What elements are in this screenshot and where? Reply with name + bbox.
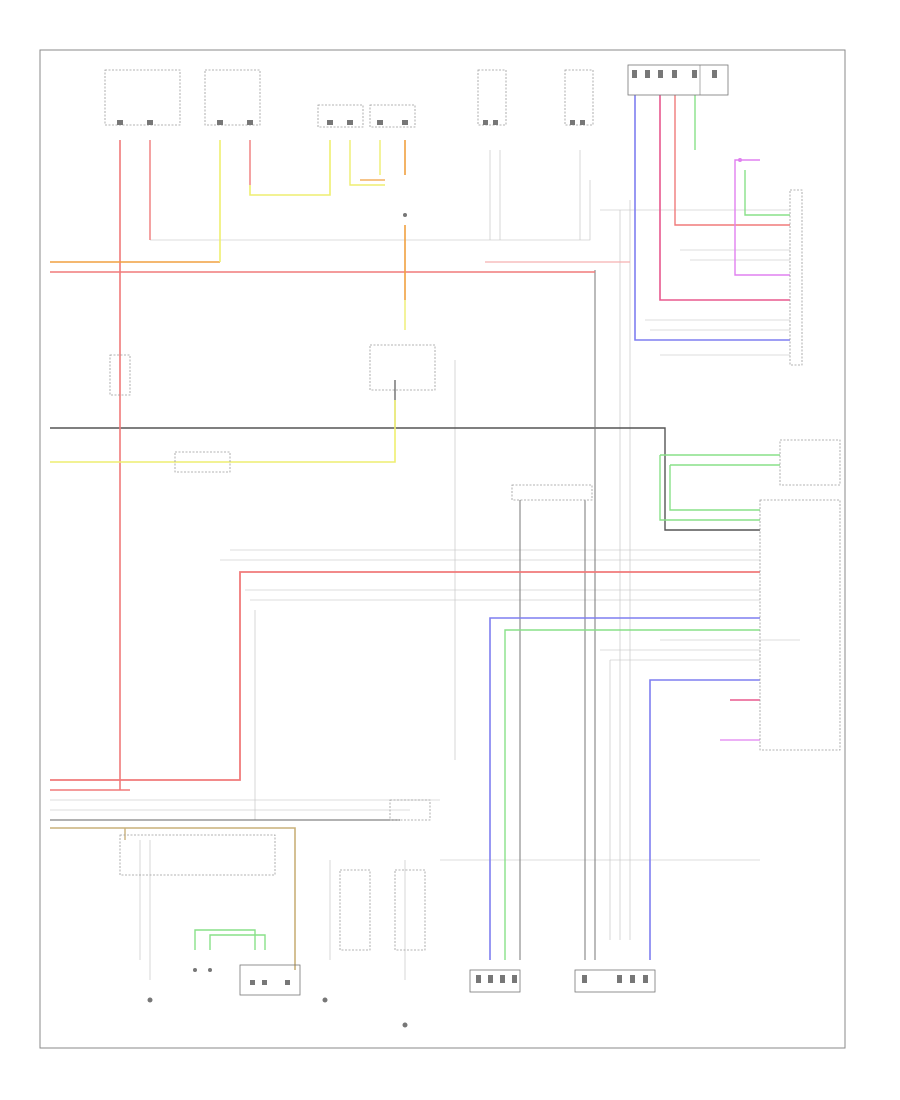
terminal-dot bbox=[208, 968, 212, 972]
component-box bbox=[204, 69, 261, 126]
component-group bbox=[104, 64, 841, 996]
terminal-dot bbox=[738, 158, 742, 162]
blue-wire bbox=[489, 617, 760, 960]
pin bbox=[402, 120, 408, 125]
pin bbox=[147, 120, 153, 125]
yellow-wire-group bbox=[50, 140, 406, 463]
pin bbox=[250, 980, 255, 985]
pink-wire bbox=[659, 95, 790, 301]
connector-block bbox=[627, 64, 729, 96]
pin bbox=[692, 70, 697, 78]
gray-wire bbox=[150, 180, 591, 241]
component-box bbox=[511, 484, 593, 501]
pin bbox=[645, 70, 650, 78]
component-box bbox=[564, 69, 594, 126]
terminal-dot bbox=[403, 213, 407, 217]
pin bbox=[488, 975, 493, 983]
component-box bbox=[174, 451, 231, 473]
component-box bbox=[369, 344, 436, 391]
pin bbox=[580, 120, 585, 125]
switch-block bbox=[239, 964, 301, 996]
pin bbox=[570, 120, 575, 125]
violet-wire-group bbox=[720, 159, 790, 741]
yellow-wire bbox=[50, 400, 396, 463]
pin bbox=[617, 975, 622, 983]
yellow-wire bbox=[249, 140, 331, 196]
green-wire bbox=[659, 455, 760, 521]
pin bbox=[493, 120, 498, 125]
pin bbox=[262, 980, 267, 985]
green-wire bbox=[669, 465, 760, 511]
tan-wire bbox=[50, 827, 296, 970]
gray-wire-group bbox=[50, 150, 800, 980]
pin bbox=[630, 975, 635, 983]
blue-wire bbox=[649, 679, 760, 960]
pin bbox=[500, 975, 505, 983]
sensor-block bbox=[574, 969, 656, 993]
component-box bbox=[779, 439, 841, 486]
green-wire bbox=[194, 929, 256, 950]
pin bbox=[582, 975, 587, 983]
yellow-wire bbox=[349, 140, 385, 186]
pin bbox=[117, 120, 123, 125]
pin bbox=[347, 120, 353, 125]
pin bbox=[483, 120, 488, 125]
component-box bbox=[317, 104, 364, 128]
terminal-dot bbox=[322, 997, 328, 1003]
component-box bbox=[389, 799, 431, 821]
pin bbox=[632, 70, 637, 78]
blue-wire-group bbox=[489, 95, 790, 960]
red-wire bbox=[50, 571, 760, 781]
component-box bbox=[369, 104, 416, 128]
terminal-dot bbox=[147, 997, 153, 1003]
component-box bbox=[339, 869, 371, 951]
component-box bbox=[477, 69, 507, 126]
pin bbox=[476, 975, 481, 983]
pin bbox=[512, 975, 517, 983]
pin bbox=[327, 120, 333, 125]
pin bbox=[672, 70, 677, 78]
black-wire bbox=[50, 427, 760, 531]
module-connector bbox=[759, 499, 841, 751]
pin bbox=[285, 980, 290, 985]
green-wire bbox=[504, 629, 760, 960]
pin bbox=[643, 975, 648, 983]
component-box bbox=[394, 869, 426, 951]
component-box bbox=[119, 834, 276, 876]
green-wire bbox=[209, 934, 266, 950]
component-box bbox=[104, 69, 181, 126]
red-wire bbox=[674, 95, 790, 226]
green-wire-group bbox=[194, 95, 790, 960]
component-box bbox=[109, 354, 131, 396]
module-connector bbox=[789, 189, 803, 366]
terminal-dot bbox=[402, 1022, 408, 1028]
pin-group bbox=[117, 70, 742, 1028]
pin bbox=[377, 120, 383, 125]
pin bbox=[658, 70, 663, 78]
pin bbox=[712, 70, 717, 78]
black-wire-group bbox=[50, 270, 760, 960]
terminal-dot bbox=[193, 968, 197, 972]
blue-wire bbox=[634, 95, 790, 341]
red-wire-group bbox=[50, 95, 790, 791]
pin bbox=[217, 120, 223, 125]
green-wire bbox=[744, 170, 790, 216]
diagram-frame bbox=[39, 49, 846, 1049]
sensor-block bbox=[469, 969, 521, 993]
orange-wire-group bbox=[50, 140, 406, 300]
tan-wire-group bbox=[50, 827, 296, 970]
violet-wire bbox=[734, 159, 790, 276]
pin bbox=[247, 120, 253, 125]
